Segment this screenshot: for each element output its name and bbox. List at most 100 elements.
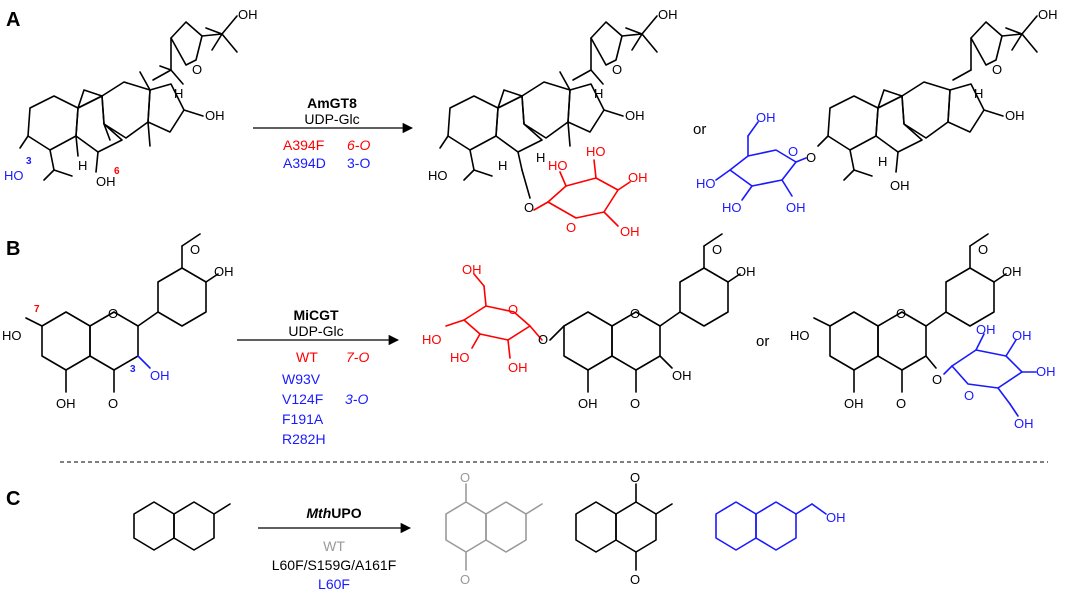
product-a2-sugar-ho-4: HO (696, 176, 716, 191)
product-b2-ring-o: O (896, 306, 906, 321)
product-a1-sugar-oh-4: OH (620, 224, 640, 239)
product-a2-glycosidic-o: O (806, 150, 816, 165)
product-a2-oh-6: OH (890, 178, 910, 193)
product-b1-sugar-o-ring: O (508, 302, 518, 317)
panel-b-mutant-4: R282H (282, 431, 326, 447)
product-a1-h17: H (594, 86, 603, 101)
product-a2-sugar-oh-2: OH (786, 200, 806, 215)
product-b1-glycosidic-o: O (538, 332, 548, 347)
product-b1-sugar-ho-4: HO (422, 332, 442, 347)
panel-a-donor: UDP-Glc (304, 111, 359, 127)
product-b2-sugar-o-ring: O (964, 388, 974, 403)
panel-a-product-1: 6-O (347, 137, 370, 153)
panel-b-mutant-1: W93V (282, 371, 321, 387)
product-b2-sugar-oh-4: OH (1036, 364, 1056, 379)
panel-b-or: or (756, 333, 769, 350)
product-a1-sugar-oh-3: OH (628, 170, 648, 185)
panel-a-substrate-structure: OH O OH H HO 3 6 OH H (4, 7, 258, 189)
product-b1-oh-3: OH (672, 368, 692, 383)
product-a1-sugar-ho-1: HO (548, 158, 568, 173)
panel-a-product-3o-structure: OH O OH H OH H O O OH HO HO OH (696, 7, 1058, 215)
product-b1-sugar-oh-2: OH (508, 360, 528, 375)
substrate-b-ring-o: O (108, 306, 118, 321)
panel-b-wt: WT (296, 349, 318, 365)
product-b2-oh-4p: OH (1002, 264, 1022, 279)
product-b1-sugar-ho-3: HO (450, 350, 470, 365)
product-a1-oh-16: OH (625, 108, 645, 123)
panel-c-product-gray-structure: O O (445, 470, 543, 587)
panel-a-mutation-2: A394D (283, 155, 326, 171)
product-a1-h5: H (498, 158, 507, 173)
substrate-a-ring-o: O (192, 62, 202, 77)
product-b2-glycosidic-o: O (932, 372, 942, 387)
product-a2-ring-o: O (992, 62, 1002, 77)
product-a2-sugar-o-ring: O (788, 144, 798, 159)
substrate-a-oh-top: OH (238, 7, 258, 22)
substrate-b-ho-7: HO (2, 328, 22, 343)
substrate-b-oh-5: OH (56, 396, 76, 411)
substrate-b-carbonyl-o: O (108, 396, 118, 411)
panel-c-product-black-structure: O O (575, 470, 673, 587)
product-b1-methoxy-o: O (712, 242, 722, 257)
product-b2-methoxy-o: O (978, 242, 988, 257)
panel-a-product-2: 3-O (347, 155, 370, 171)
product-b2-sugar-oh-3: OH (1012, 328, 1032, 343)
product-b2-oh-5: OH (844, 396, 864, 411)
panel-a-or: or (693, 121, 706, 138)
panel-c-variant-triple: L60F/S159G/A161F (272, 557, 397, 573)
product-a1-ho-3: HO (428, 168, 448, 183)
product-c3-oh: OH (826, 510, 846, 525)
product-b2-ho-7: HO (790, 328, 810, 343)
panel-c-product-blue-structure: OH (715, 501, 846, 551)
product-a1-sugar-o-ring: O (566, 220, 576, 235)
substrate-b-oh-4p: OH (214, 264, 234, 279)
product-a2-h17: H (974, 86, 983, 101)
substrate-b-pos-3: 3 (130, 364, 136, 375)
product-a2-h5: H (878, 154, 887, 169)
product-b1-oh-4p: OH (736, 264, 756, 279)
panel-c-variant-wt: WT (323, 538, 345, 554)
substrate-a-oh-16: OH (205, 108, 225, 123)
product-a1-ring-o: O (612, 62, 622, 77)
panel-c-variant-l60f: L60F (318, 576, 350, 592)
substrate-b-oh-3: OH (150, 368, 170, 383)
product-b2-sugar-oh-6: OH (1014, 416, 1034, 431)
substrate-a-pos-3: 3 (26, 156, 32, 167)
product-c2-o-top: O (630, 470, 640, 485)
substrate-b-methoxy-o: O (190, 242, 200, 257)
panel-a-mutation-1: A394F (283, 137, 324, 153)
product-a1-h9: H (536, 150, 545, 165)
panel-label-a: A (6, 9, 20, 31)
panel-b-wt-product: 7-O (346, 349, 369, 365)
product-b1-carbonyl-o: O (630, 396, 640, 411)
product-b2-sugar-oh-2: OH (976, 322, 996, 337)
product-a2-oh-16: OH (1005, 108, 1025, 123)
panel-b-product-7o-structure: O OH HO HO OH O O O OH OH O OH (422, 233, 756, 411)
substrate-a-ho-3: HO (4, 168, 24, 183)
panel-c-substrate-structure (133, 501, 231, 551)
product-a2-sugar-ho-3: HO (722, 200, 742, 215)
panel-b-mutant-product: 3-O (345, 391, 368, 407)
panel-b-substrate-structure: O O OH HO 7 OH 3 O OH (2, 233, 234, 411)
product-b1-sugar-oh-6: OH (462, 262, 482, 277)
product-b1-ring-o: O (630, 306, 640, 321)
product-a2-sugar-oh-6: OH (756, 110, 776, 125)
panel-b-mutant-2: V124F (282, 391, 323, 407)
product-a1-glycosidic-o: O (524, 200, 534, 215)
substrate-a-oh-6: OH (96, 174, 116, 189)
panel-label-c: C (6, 488, 20, 510)
product-b2-carbonyl-o: O (896, 396, 906, 411)
panel-label-b: B (6, 238, 20, 260)
panel-a-enzyme: AmGT8 (307, 95, 357, 111)
panel-b-donor: UDP-Glc (288, 323, 343, 339)
substrate-a-h5: H (78, 158, 87, 173)
panel-c-enzyme: MthUPO (306, 505, 361, 521)
product-c1-o-top: O (460, 470, 470, 485)
panel-a-product-6o-structure: OH O OH H HO H H O HO HO OH (428, 7, 678, 239)
product-a2-oh-top: OH (1038, 7, 1058, 22)
panel-b-product-3o-structure: O O OH HO O OH O OH OH OH OH O (790, 233, 1056, 431)
product-a1-sugar-ho-2: HO (586, 144, 606, 159)
product-a1-oh-top: OH (658, 7, 678, 22)
product-c2-o-bottom: O (630, 572, 640, 587)
